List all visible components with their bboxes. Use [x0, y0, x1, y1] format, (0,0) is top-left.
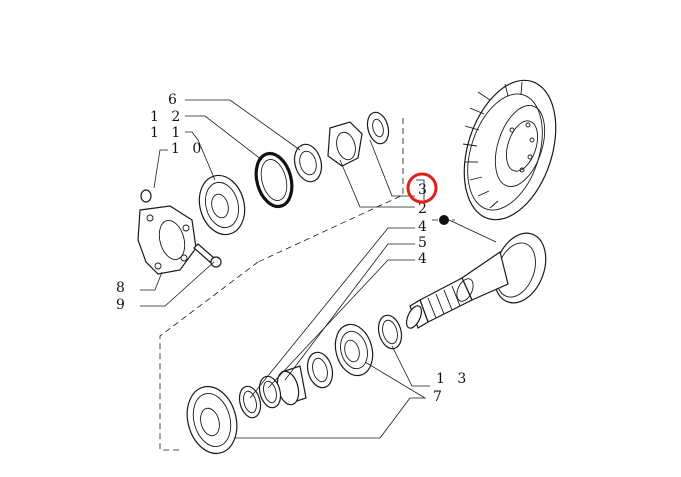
callout-8: 8	[116, 280, 129, 296]
callout-9: 9	[116, 297, 129, 313]
callout-4-upper: 4	[418, 219, 431, 235]
callout-13: 1 3	[436, 371, 470, 387]
leader-lines	[140, 99, 430, 439]
reference-dot	[439, 215, 449, 225]
spacer-ring-lower	[306, 351, 334, 389]
thin-ring-a	[258, 375, 282, 409]
seal-housing	[198, 174, 246, 236]
taper-bearing-upper	[334, 323, 374, 377]
spacer-ring	[293, 143, 323, 183]
callout-4-lower: 4	[418, 251, 431, 267]
o-ring	[254, 151, 294, 209]
callout-12: 1 2	[150, 109, 184, 125]
small-ring-right	[377, 314, 403, 350]
flange-yoke	[137, 205, 197, 275]
callout-10: 1 0	[171, 141, 205, 157]
lock-washer	[366, 111, 390, 145]
callout-7: 7	[433, 389, 446, 405]
pinion-shaft	[405, 232, 547, 329]
small-plug	[140, 189, 152, 203]
callout-11: 1 1	[150, 125, 184, 141]
ring-nut	[327, 121, 363, 167]
thin-ring-b	[238, 385, 262, 419]
bolt	[193, 243, 222, 268]
callout-3: 3	[418, 182, 431, 198]
callout-6: 6	[168, 92, 181, 108]
callout-2: 2	[418, 201, 431, 217]
callout-5: 5	[418, 235, 431, 251]
highlight-circle	[406, 172, 438, 204]
taper-bearing-lower	[186, 385, 238, 455]
bevel-ring-gear	[462, 79, 557, 221]
